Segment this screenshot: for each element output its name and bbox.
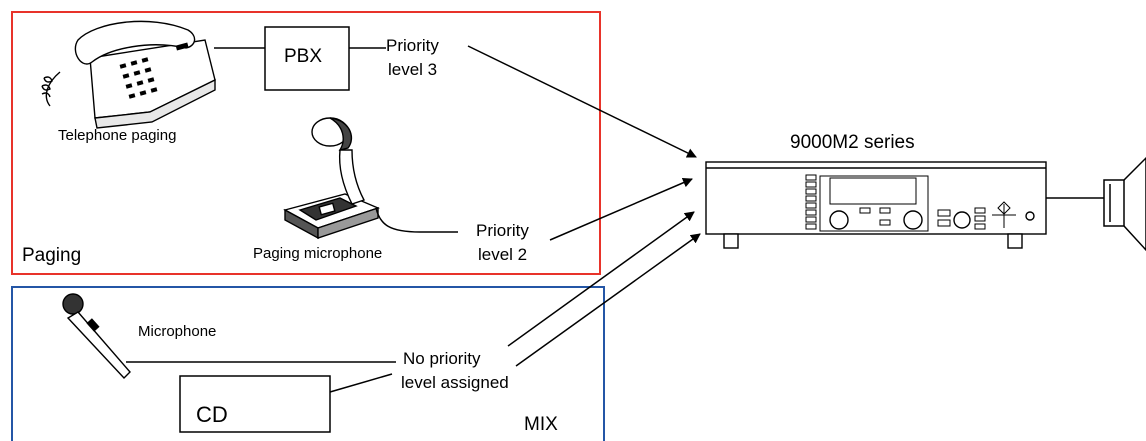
paging-group-box <box>11 11 601 275</box>
cd-box <box>179 375 331 433</box>
mixer-amplifier-icon <box>705 161 1047 249</box>
microphone-label: Microphone <box>138 323 217 340</box>
priority2-arrow <box>549 177 693 241</box>
paging-mic-to-priority2-line <box>375 207 458 233</box>
priority3-line1: Priority <box>386 36 439 55</box>
speaker-icon <box>1103 156 1146 252</box>
telephone-paging-label: Telephone paging <box>58 127 177 144</box>
device-label: 9000M2 series <box>790 132 915 153</box>
no-priority-line1: No priority <box>403 349 481 368</box>
paging-group-label: Paging <box>22 245 82 266</box>
pbx-label: PBX <box>284 46 323 67</box>
no-priority-line2: level assigned <box>401 373 509 392</box>
cd-to-mix-line <box>329 373 393 393</box>
priority3-arrow <box>467 45 697 158</box>
priority2-line1: Priority <box>476 221 529 240</box>
handheld-microphone-icon <box>62 293 131 380</box>
mix-arrow-1 <box>507 211 695 347</box>
telephone-icon <box>41 20 216 129</box>
mix-group-box <box>11 286 605 441</box>
mix-group-label: MIX <box>524 414 558 435</box>
pbx-box <box>264 26 350 91</box>
mix-arrow-2 <box>515 233 701 367</box>
cd-label: CD <box>196 402 228 427</box>
desk-microphone-icon <box>283 117 380 240</box>
priority3-line2: level 3 <box>388 60 438 79</box>
priority2-line2: level 2 <box>478 245 528 264</box>
paging-microphone-label: Paging microphone <box>253 245 383 262</box>
